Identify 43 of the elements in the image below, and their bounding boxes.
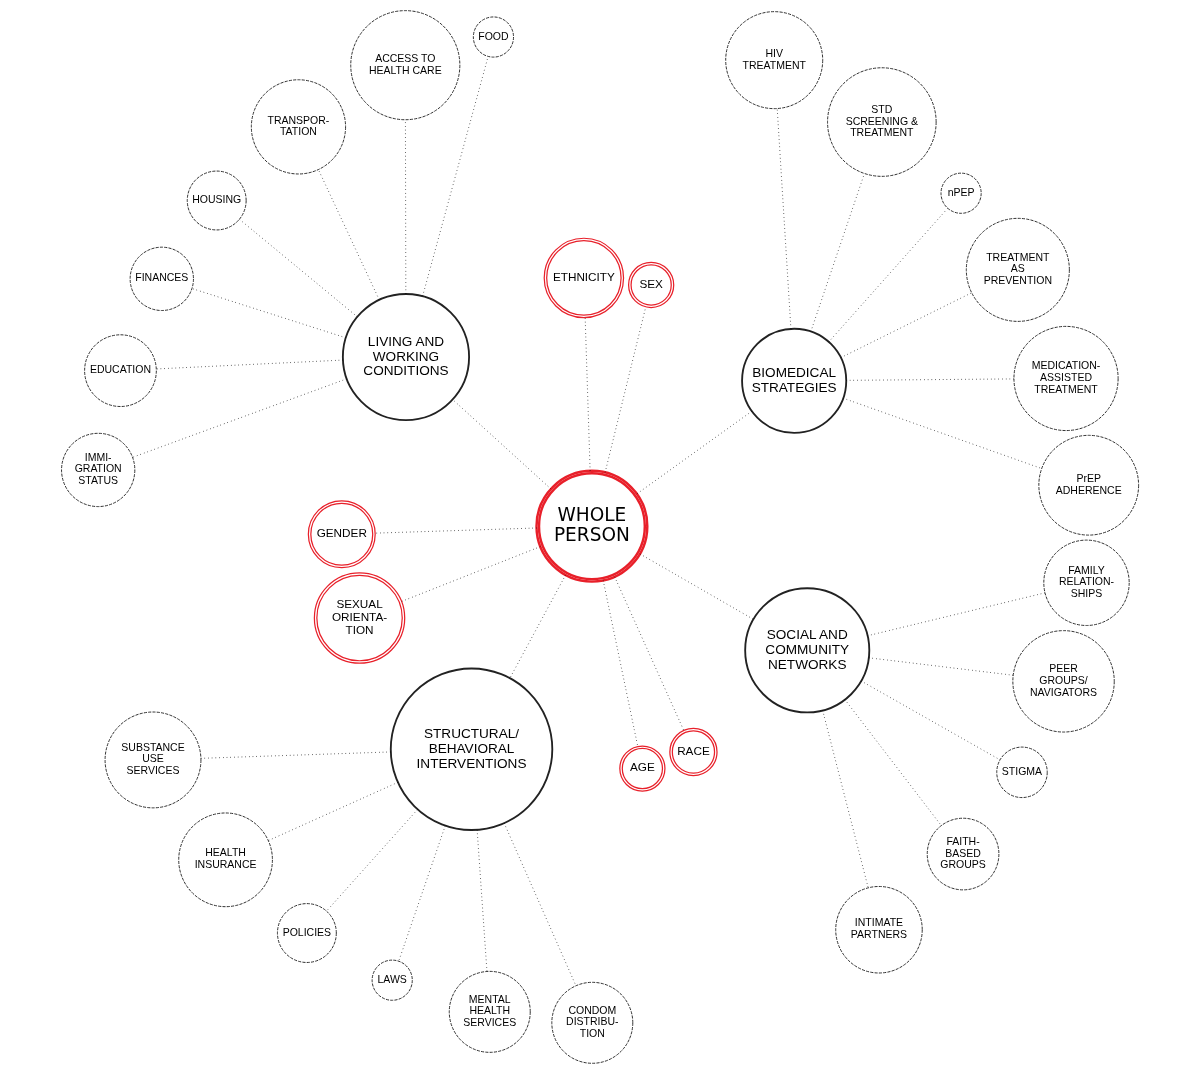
node-circle: STD SCREENING & TREATMENT [826,67,937,177]
node-circle: LIVING AND WORKING CONDITIONS [341,293,470,422]
node-circle: nPEP [940,172,982,214]
connector [503,822,576,986]
node-circle: FOOD [472,16,514,58]
node-circle: FAITH- BASED GROUPS [926,817,999,891]
connector [860,680,1000,761]
connector [238,218,358,318]
connector [821,710,869,889]
connector [509,574,566,679]
connector [476,829,487,972]
connector [839,292,972,359]
node-circle: FAMILY RELATION- SHIPS [1042,539,1130,626]
node-circle: PEER GROUPS/ NAVIGATORS [1011,630,1115,733]
node-circle: TRANSPOR- TATION [250,79,346,175]
node-circle: POLICIES [276,903,337,963]
node-circle: FINANCES [129,246,194,311]
connector [636,410,752,495]
connector [867,657,1014,676]
node-circle: IMMI- GRATION STATUS [60,432,135,508]
connector [842,397,1042,469]
connector [451,399,551,490]
connector [325,809,418,912]
node-circle: LAWS [371,959,413,1001]
connector [844,699,942,826]
node-circle: STIGMA [995,746,1048,799]
node-circle: HIV TREATMENT [724,11,823,110]
connector [866,592,1045,637]
node-circle: SOCIAL AND COMMUNITY NETWORKS [743,587,870,714]
node-circle: MEDICATION- ASSISTED TREATMENT [1013,325,1119,432]
node-circle: INTIMATE PARTNERS [834,886,923,974]
node-circle: EDUCATION [83,334,157,407]
node-circle: STRUCTURAL/ BEHAVIORAL INTERVENTIONS [389,667,553,831]
connector [155,359,343,370]
node-circle: CONDOM DISTRIBU- TION [550,981,633,1064]
node-circle: ACCESS TO HEALTH CARE [349,10,460,121]
node-circle: TREATMENT AS PREVENTION [965,217,1070,322]
node-circle: SUBSTANCE USE SERVICES [104,711,201,809]
node-circle: HEALTH INSURANCE [177,812,273,908]
node-circle: MENTAL HEALTH SERVICES [448,970,531,1053]
node-circle: BIOMEDICAL STRATEGIES [740,327,847,434]
node-circle: HOUSING [186,170,247,231]
node-circle: PrEP ADHERENCE [1037,434,1139,536]
